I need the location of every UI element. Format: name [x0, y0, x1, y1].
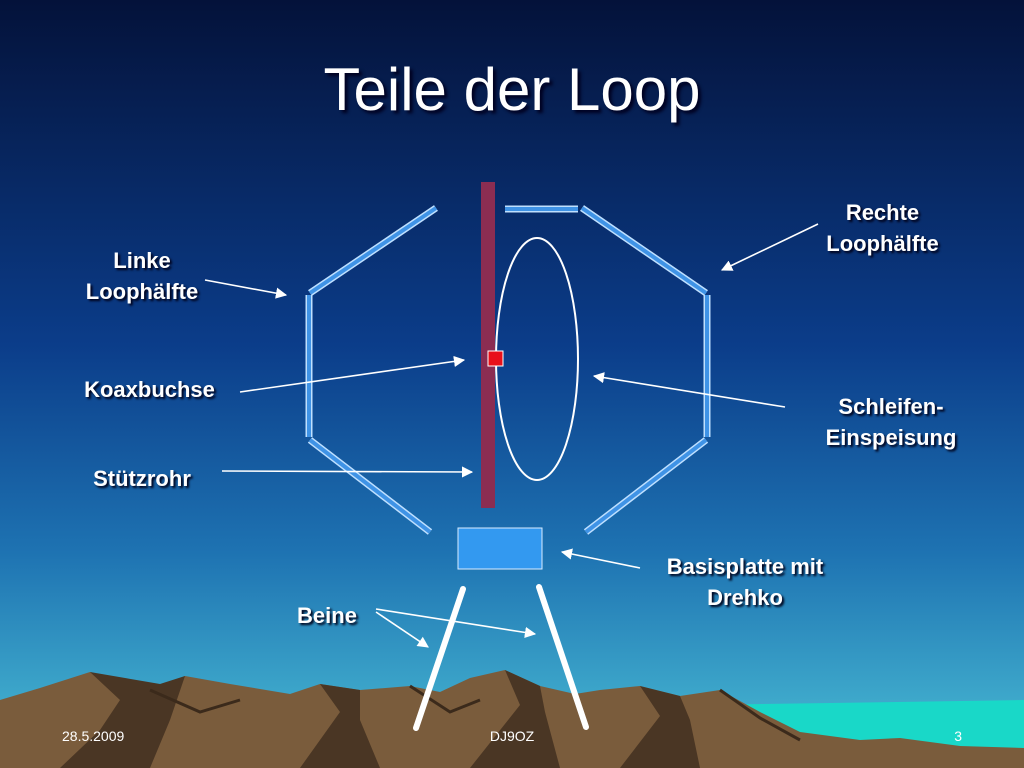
label-basis-line-1: Basisplatte mit	[666, 554, 824, 579]
mountain-shadows	[60, 670, 700, 768]
label-stuetzrohr: Stützrohr	[93, 466, 191, 491]
label-linke-line-2: Loophälfte	[85, 279, 199, 304]
mountain-ridges	[149, 684, 801, 742]
legs	[413, 584, 589, 731]
label-koaxbuchse: Koaxbuchse	[84, 377, 215, 402]
arrow-beine-2	[375, 608, 537, 638]
label-rechte-line-1: Rechte	[845, 200, 920, 225]
footer-page-number: 3	[954, 728, 962, 744]
label-rechte-line-2: Loophälfte	[826, 231, 939, 256]
base-plate	[457, 527, 543, 570]
label-schleifen-line-1: Schleifen-	[838, 394, 944, 419]
arrow-basis	[560, 548, 641, 569]
right-loop-half-inner	[505, 206, 709, 534]
left-loop-half-inner	[307, 206, 438, 534]
footer-date: 28.5.2009	[62, 728, 125, 744]
label-basisplatte: Basisplatte mit Drehko	[640, 551, 850, 613]
arrow-stuetz	[221, 466, 474, 478]
footer-author: DJ9OZ	[489, 728, 535, 744]
arrow-koax	[239, 355, 466, 393]
label-schleifen-einspeisung: Schleifen- Einspeisung	[800, 391, 982, 453]
label-beine: Beine	[297, 603, 357, 628]
label-linke-loophaelfte: Linke Loophälfte	[62, 245, 222, 307]
slide-title: Teile der Loop	[323, 56, 701, 123]
label-linke-line-1: Linke	[113, 248, 171, 273]
pointer-arrows	[204, 223, 819, 648]
coax-socket	[487, 350, 504, 367]
label-rechte-loophaelfte: Rechte Loophälfte	[800, 197, 965, 259]
label-basis-line-2: Drehko	[707, 585, 783, 610]
arrow-linke	[204, 279, 288, 299]
label-schleifen-line-2: Einspeisung	[825, 425, 957, 450]
arrow-rechte	[720, 223, 819, 271]
arrow-beine-1	[375, 611, 429, 648]
arrow-schleifen	[592, 372, 786, 408]
support-tube	[481, 182, 495, 508]
